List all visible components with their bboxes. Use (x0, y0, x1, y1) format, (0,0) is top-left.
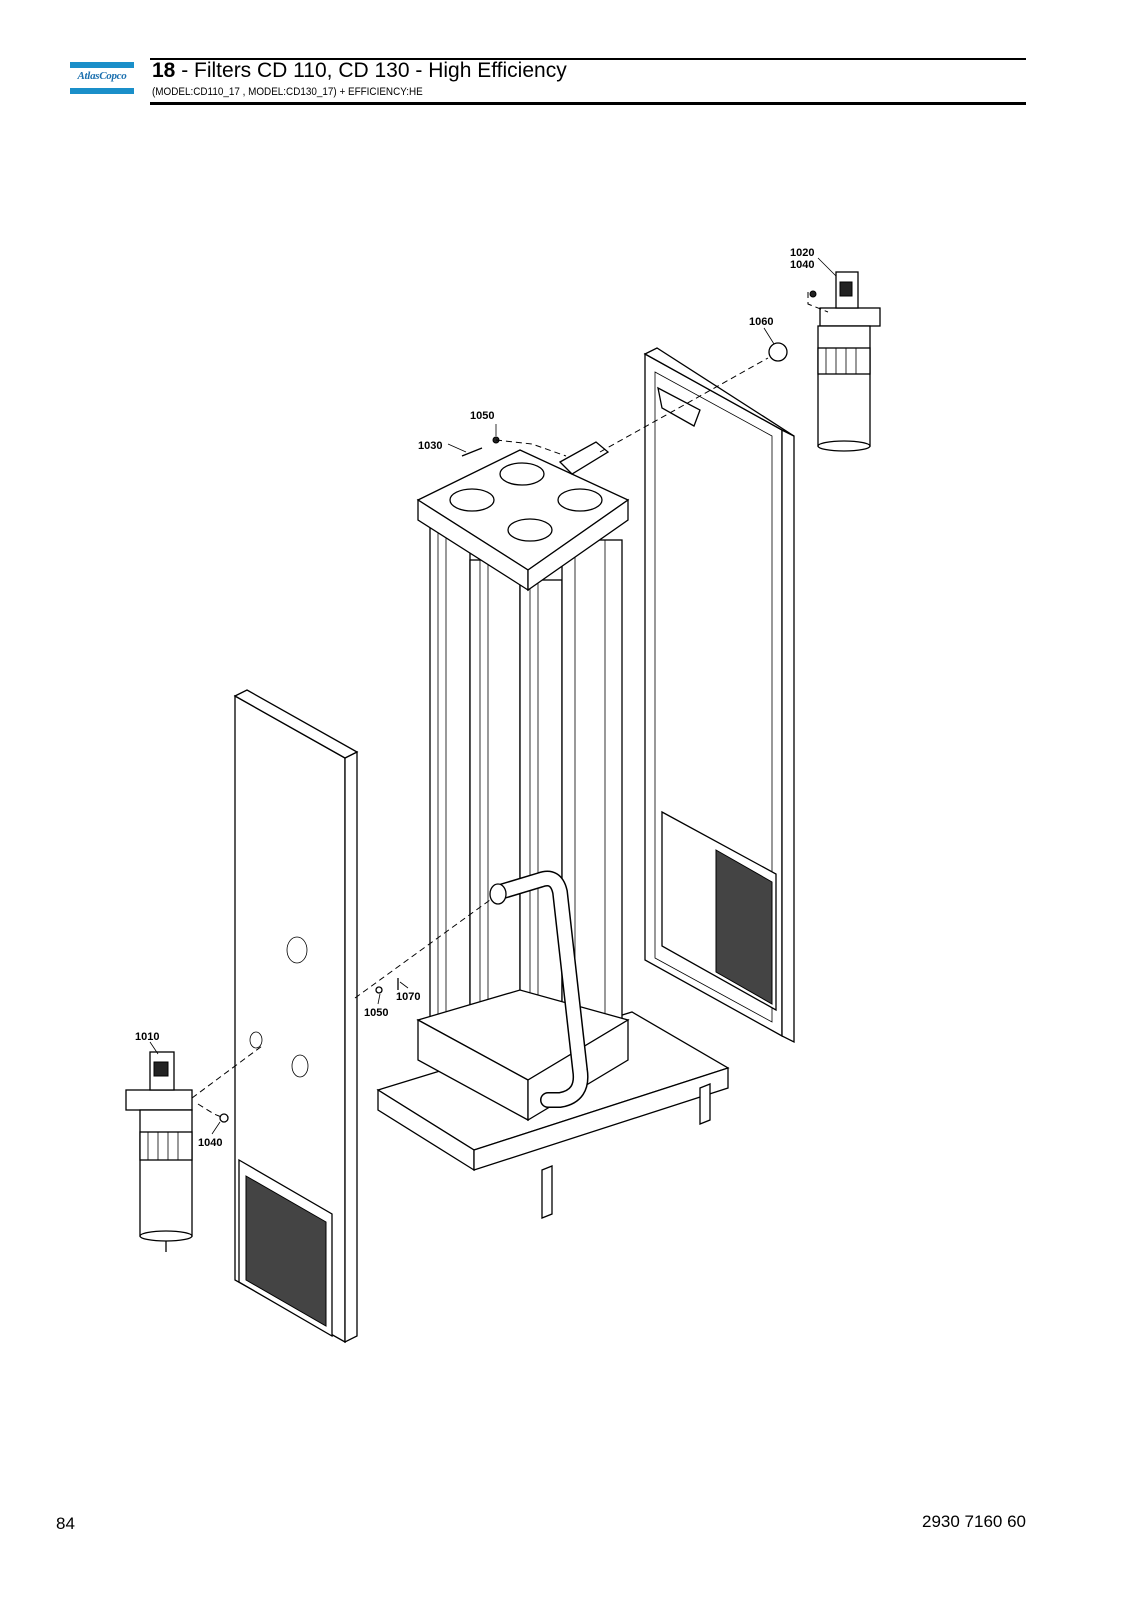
filter-upper-right (817, 271, 881, 452)
callout-1030: 1030 (418, 440, 442, 452)
callout-1050-bottom: 1050 (364, 1007, 388, 1019)
dryer-filter-columns (416, 441, 630, 1122)
o-ring-1060 (768, 342, 788, 362)
right-door-panel (643, 347, 795, 1044)
logo-wordmark: AtlasCopco (77, 70, 127, 82)
callout-1050-top: 1050 (470, 410, 494, 422)
callout-1040-top: 1040 (790, 259, 814, 271)
left-panel-grille (238, 1158, 333, 1338)
assembly-lines (191, 292, 829, 1119)
document-number: 2930 7160 60 (922, 1512, 1026, 1531)
callout-1040-bottom: 1040 (198, 1137, 222, 1149)
logo-bar-top (70, 62, 134, 68)
left-side-panel (233, 689, 359, 1344)
bolt-1030 (461, 447, 483, 457)
page-title: 18 - Filters CD 110, CD 130 - High Effic… (152, 59, 567, 83)
callout-1020: 1020 (790, 247, 814, 259)
leader-lines (149, 257, 837, 1135)
callout-1010: 1010 (135, 1031, 159, 1043)
header-rule-top (150, 58, 1026, 60)
section-number: 18 (152, 59, 176, 82)
page-number: 84 (56, 1514, 75, 1533)
callout-1070: 1070 (396, 991, 420, 1003)
callout-1060: 1060 (749, 316, 773, 328)
washer-1050-bottom (375, 986, 383, 994)
screw-1040-bottom (219, 1113, 229, 1123)
logo-bar-bottom (70, 88, 134, 94)
page-subtitle: (MODEL:CD110_17 , MODEL:CD130_17) + EFFI… (152, 86, 423, 98)
header-rule-bottom (150, 102, 1026, 105)
right-door-grille (715, 849, 773, 1005)
filter-lower-left (125, 1051, 193, 1252)
atlas-copco-logo: AtlasCopco (70, 62, 134, 94)
section-title: - Filters CD 110, CD 130 - High Efficien… (175, 59, 567, 82)
screw-1040-top (809, 290, 817, 298)
